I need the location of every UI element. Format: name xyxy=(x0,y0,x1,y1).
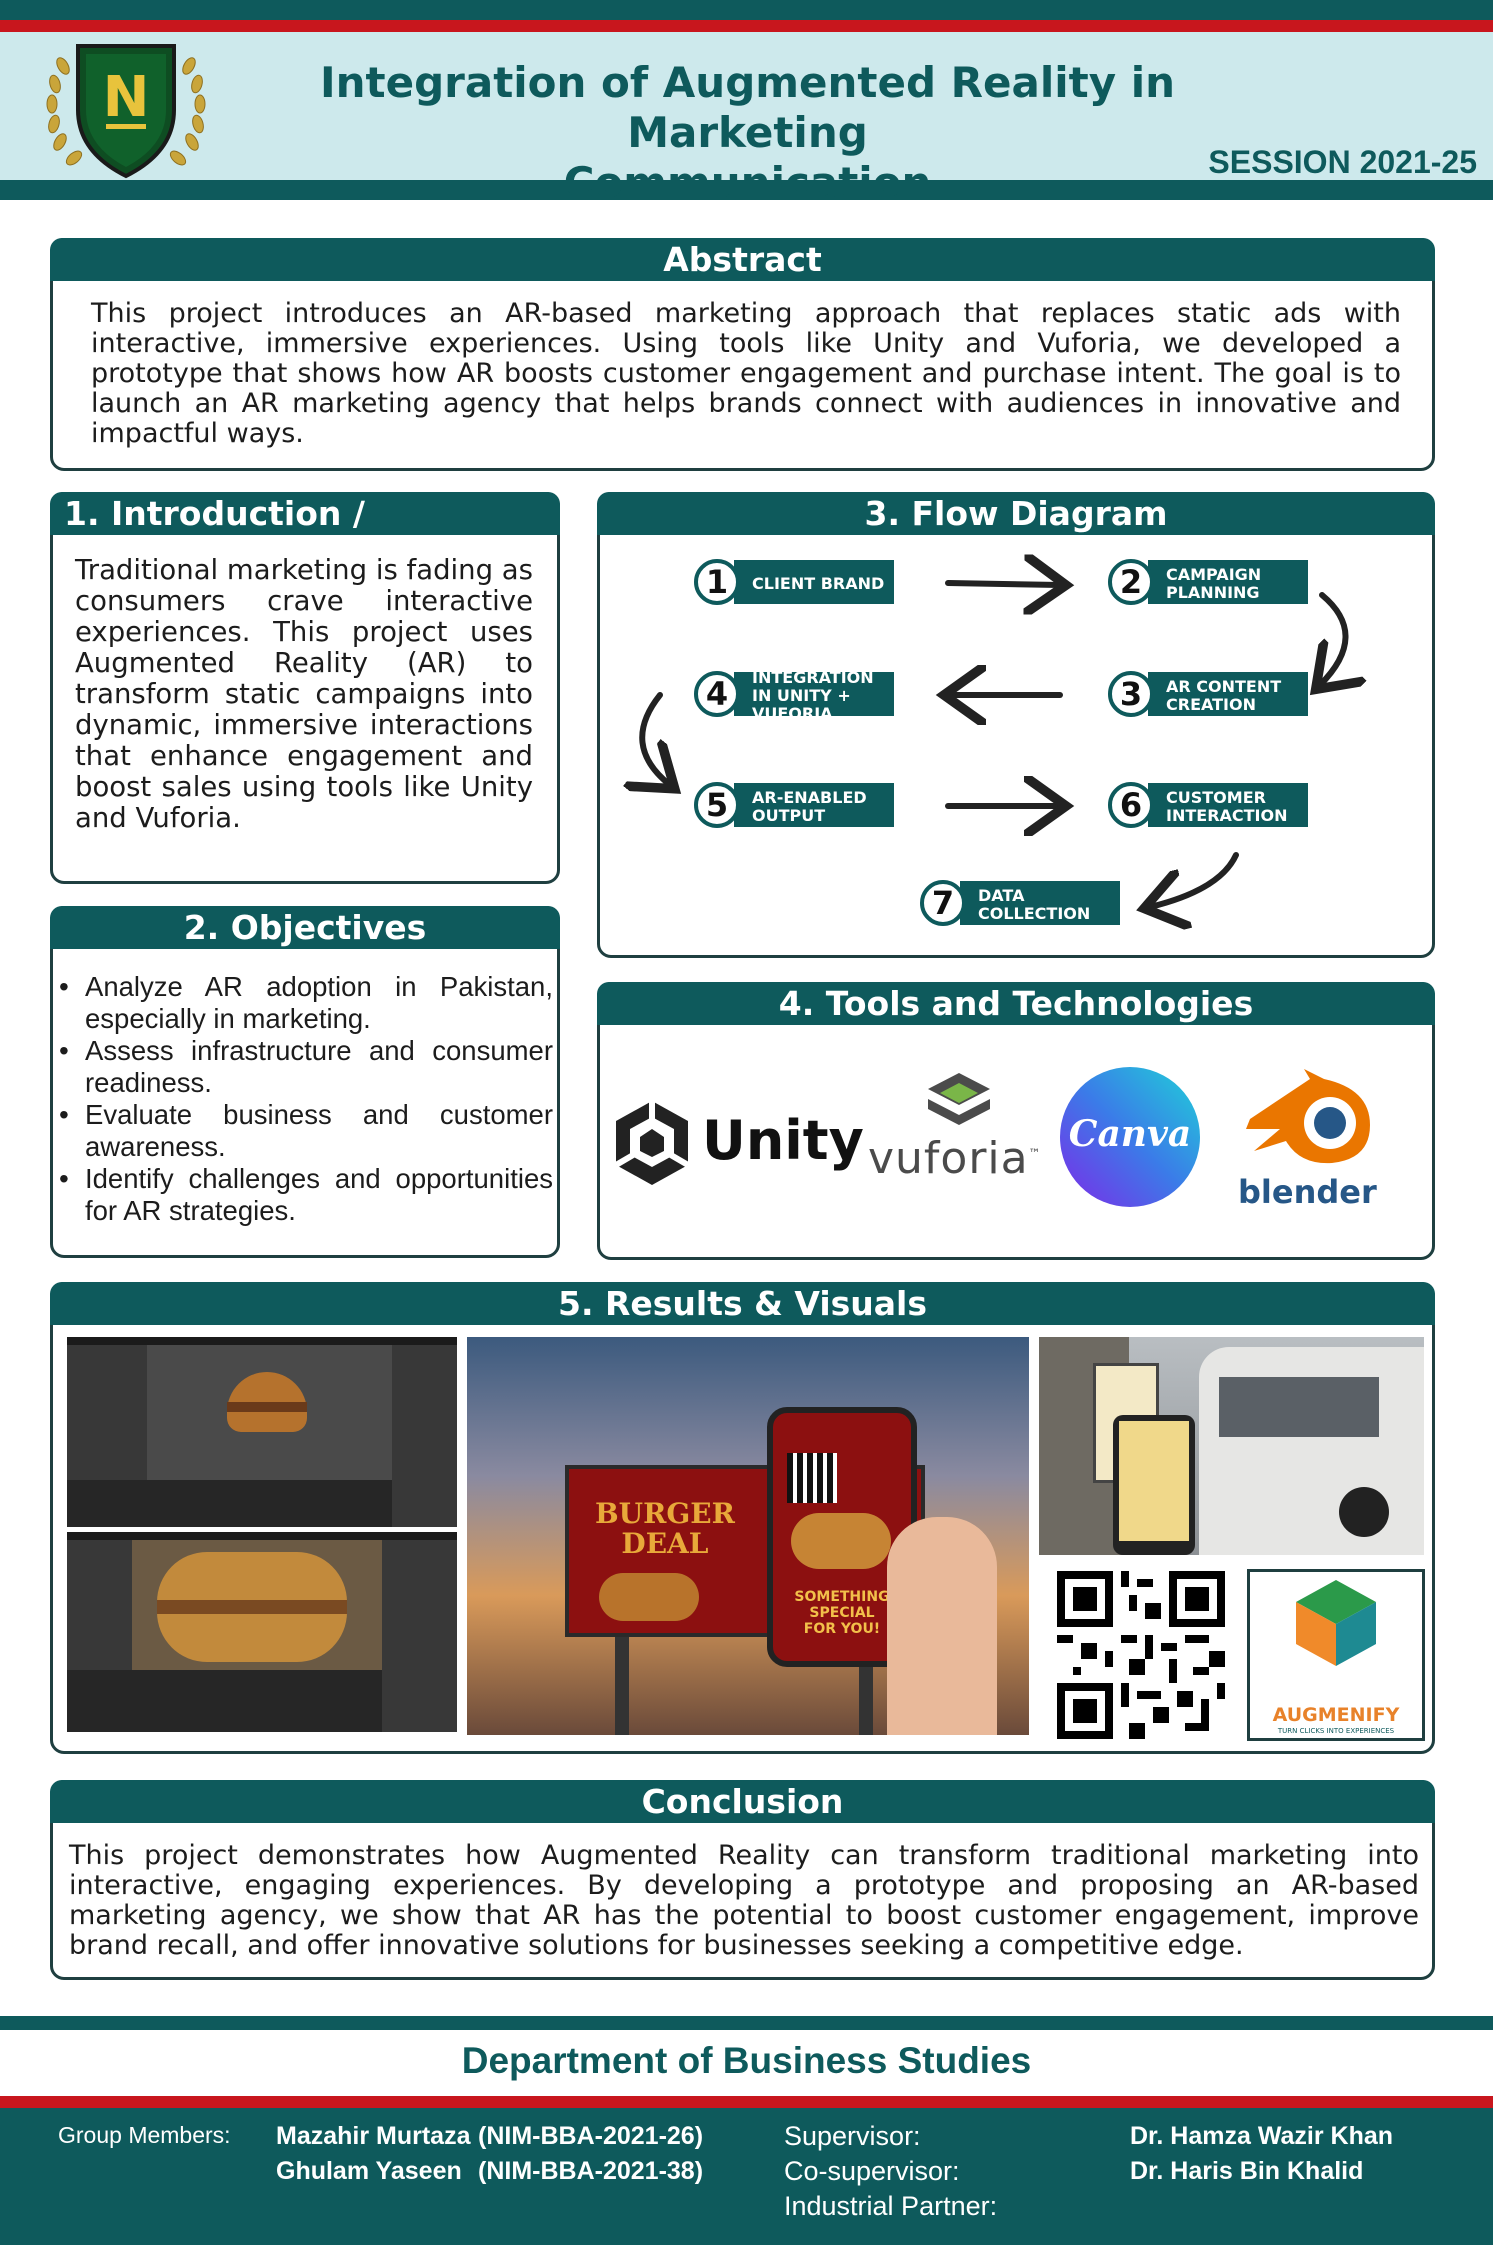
flow-arrows xyxy=(600,495,1432,955)
billboard-text-line-1: BURGER xyxy=(595,1497,735,1530)
objectives-heading: 2. Objectives xyxy=(50,906,560,949)
step-label: INTEGRATION IN UNITY + VUFORIA xyxy=(734,668,894,722)
footer-top-band xyxy=(0,2016,1493,2030)
augmenify-cube-icon xyxy=(1296,1580,1376,1666)
bus-stop-ar-image xyxy=(1039,1337,1424,1555)
member-id: (NIM-BBA-2021-26) xyxy=(478,2122,704,2150)
canva-circle-icon xyxy=(1060,1067,1200,1207)
supervisor-name: Dr. Hamza Wazir Khan xyxy=(1130,2122,1394,2150)
cosupervisor-name: Dr. Haris Bin Khalid xyxy=(1130,2157,1364,2185)
step-number: 6 xyxy=(1108,782,1154,828)
arrow-4-5 xyxy=(642,692,670,785)
step-label: CLIENT BRAND xyxy=(734,560,894,604)
unity-wordmark: Unity xyxy=(702,1109,864,1172)
step-label: CAMPAIGN PLANNING xyxy=(1148,560,1308,604)
billboard-text-line-2: DEAL xyxy=(621,1527,709,1560)
vuforia-logo: vuforia™ xyxy=(868,1071,1058,1201)
unity-editor-screenshot-1 xyxy=(67,1337,457,1527)
tools-heading: 4. Tools and Technologies xyxy=(597,982,1435,1025)
qr-code-image xyxy=(1057,1571,1225,1739)
step-number: 1 xyxy=(694,559,740,605)
conclusion-heading: Conclusion xyxy=(50,1780,1435,1823)
blender-logo: blender xyxy=(1230,1059,1400,1219)
logo-letter: N xyxy=(103,65,150,130)
step-number: 3 xyxy=(1108,671,1154,717)
blender-wordmark: blender xyxy=(1238,1173,1377,1211)
unity-editor-screenshot-2 xyxy=(67,1532,457,1732)
member-name: Mazahir Murtaza xyxy=(276,2122,471,2150)
arrow-1-2 xyxy=(945,583,1060,585)
tools-panel: 4. Tools and Technologies Unity vuforia™ xyxy=(597,982,1435,1260)
step-label: DATA COLLECTION xyxy=(960,881,1120,925)
flow-heading: 3. Flow Diagram xyxy=(597,492,1435,535)
introduction-text: Traditional marketing is fading as consu… xyxy=(75,554,533,834)
introduction-heading: 1. Introduction / Background xyxy=(50,492,560,576)
footer-red-stripe xyxy=(0,2096,1493,2108)
phone-text-line-1: SOMETHING SPECIAL xyxy=(794,1589,890,1621)
unity-logo: Unity xyxy=(612,1093,864,1193)
brand-name: AUGMENIFY xyxy=(1272,1704,1400,1726)
objective-item: Evaluate business and customer awareness… xyxy=(53,1099,553,1163)
step-number: 2 xyxy=(1108,559,1154,605)
arrow-6-7 xyxy=(1150,852,1239,907)
industrial-partner-label: Industrial Partner: xyxy=(784,2191,998,2221)
member-id: (NIM-BBA-2021-38) xyxy=(478,2157,704,2185)
header-background xyxy=(0,32,1493,180)
poster-title: Integration of Augmented Reality in Mark… xyxy=(200,58,1295,208)
step-label: AR-ENABLED OUTPUT xyxy=(734,783,894,827)
step-label: AR CONTENT CREATION xyxy=(1148,672,1308,716)
hand-image xyxy=(887,1517,997,1735)
group-members-label: Group Members: xyxy=(58,2122,231,2148)
abstract-panel: Abstract This project introduces an AR-b… xyxy=(50,238,1435,471)
objective-item: Analyze AR adoption in Pakistan, especia… xyxy=(53,971,553,1035)
flow-diagram-panel: 3. Flow Diagram 1 CLIENT BRAND 2 CAMPAIG… xyxy=(597,492,1435,958)
cosupervisor-label: Co-supervisor: xyxy=(784,2156,960,2186)
introduction-panel: 1. Introduction / Background Traditional… xyxy=(50,492,560,884)
objective-item: Identify challenges and opportunities fo… xyxy=(53,1163,553,1227)
vuforia-wordmark: vuforia xyxy=(868,1133,1029,1184)
results-panel: 5. Results & Visuals BURGER DEAL xyxy=(50,1282,1435,1754)
results-heading: 5. Results & Visuals xyxy=(50,1282,1435,1325)
qr-code-icon xyxy=(787,1453,837,1503)
footer-band xyxy=(0,2108,1493,2245)
augmenify-logo: AUGMENIFY TURN CLICKS INTO EXPERIENCES xyxy=(1247,1569,1425,1741)
college-logo: N xyxy=(38,30,214,182)
billboard-ar-image: BURGER DEAL SOMETHING SPECIAL FOR YOU! xyxy=(467,1337,1029,1735)
vuforia-mark-icon xyxy=(928,1073,990,1125)
brand-tagline: TURN CLICKS INTO EXPERIENCES xyxy=(1277,1727,1395,1735)
title-line-2: Communication xyxy=(563,158,932,207)
session-label: SESSION 2021-25 xyxy=(1208,144,1477,180)
canva-logo: Canva xyxy=(1060,1067,1200,1207)
step-number: 7 xyxy=(920,880,966,926)
vuforia-trademark: ™ xyxy=(1028,1146,1042,1161)
arrow-2-3 xyxy=(1320,592,1346,685)
unity-cube-icon xyxy=(614,1101,690,1185)
step-number: 4 xyxy=(694,671,740,717)
phone-text-line-2: FOR YOU! xyxy=(803,1621,881,1637)
department-name: Department of Business Studies xyxy=(461,2040,1032,2081)
member-name: Ghulam Yaseen xyxy=(276,2157,462,2185)
conclusion-text: This project demonstrates how Augmented … xyxy=(69,1840,1419,1961)
abstract-text: This project introduces an AR-based mark… xyxy=(91,298,1401,449)
qr-code-icon xyxy=(1057,1571,1225,1739)
header-bottom-band xyxy=(0,180,1493,200)
conclusion-panel: Conclusion This project demonstrates how… xyxy=(50,1780,1435,1980)
objectives-list: Analyze AR adoption in Pakistan, especia… xyxy=(53,971,553,1227)
step-label: CUSTOMER INTERACTION xyxy=(1148,783,1308,827)
header-red-stripe xyxy=(0,20,1493,32)
objective-item: Assess infrastructure and consumer readi… xyxy=(53,1035,553,1099)
step-number: 5 xyxy=(694,782,740,828)
abstract-heading: Abstract xyxy=(50,238,1435,281)
blender-mark-icon xyxy=(1246,1069,1370,1164)
objectives-panel: 2. Objectives Analyze AR adoption in Pak… xyxy=(50,906,560,1258)
canva-wordmark: Canva xyxy=(1068,1113,1192,1155)
title-line-1: Integration of Augmented Reality in Mark… xyxy=(319,58,1175,157)
supervisor-label: Supervisor: xyxy=(784,2121,921,2151)
header-top-band xyxy=(0,0,1493,20)
